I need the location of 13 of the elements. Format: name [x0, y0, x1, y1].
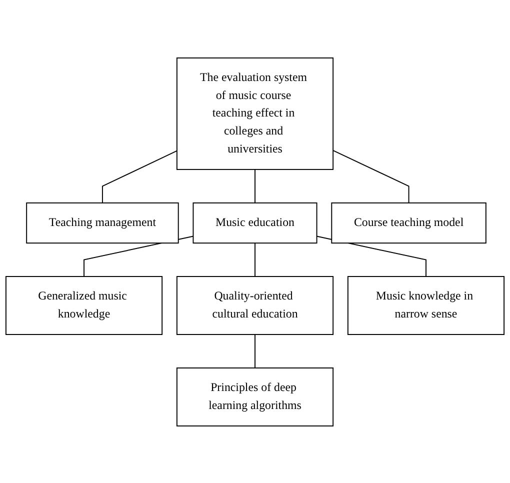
node-box: Course teaching model — [331, 202, 486, 244]
connector — [254, 168, 256, 203]
node-box: Music education — [192, 202, 318, 244]
node-box: Teaching management — [26, 202, 179, 244]
node-box: The evaluation system of music course teaching effect in colleges and universities — [176, 57, 334, 170]
node-box: Quality-oriented cultural education — [176, 276, 334, 335]
node-box: Principles of deep learning algorithms — [176, 367, 334, 426]
connector — [254, 242, 256, 277]
node-box: Generalized music knowledge — [5, 276, 163, 335]
connector — [332, 150, 410, 203]
connector — [254, 334, 256, 368]
node-box: Music knowledge in narrow sense — [347, 276, 505, 335]
connector — [102, 150, 178, 203]
